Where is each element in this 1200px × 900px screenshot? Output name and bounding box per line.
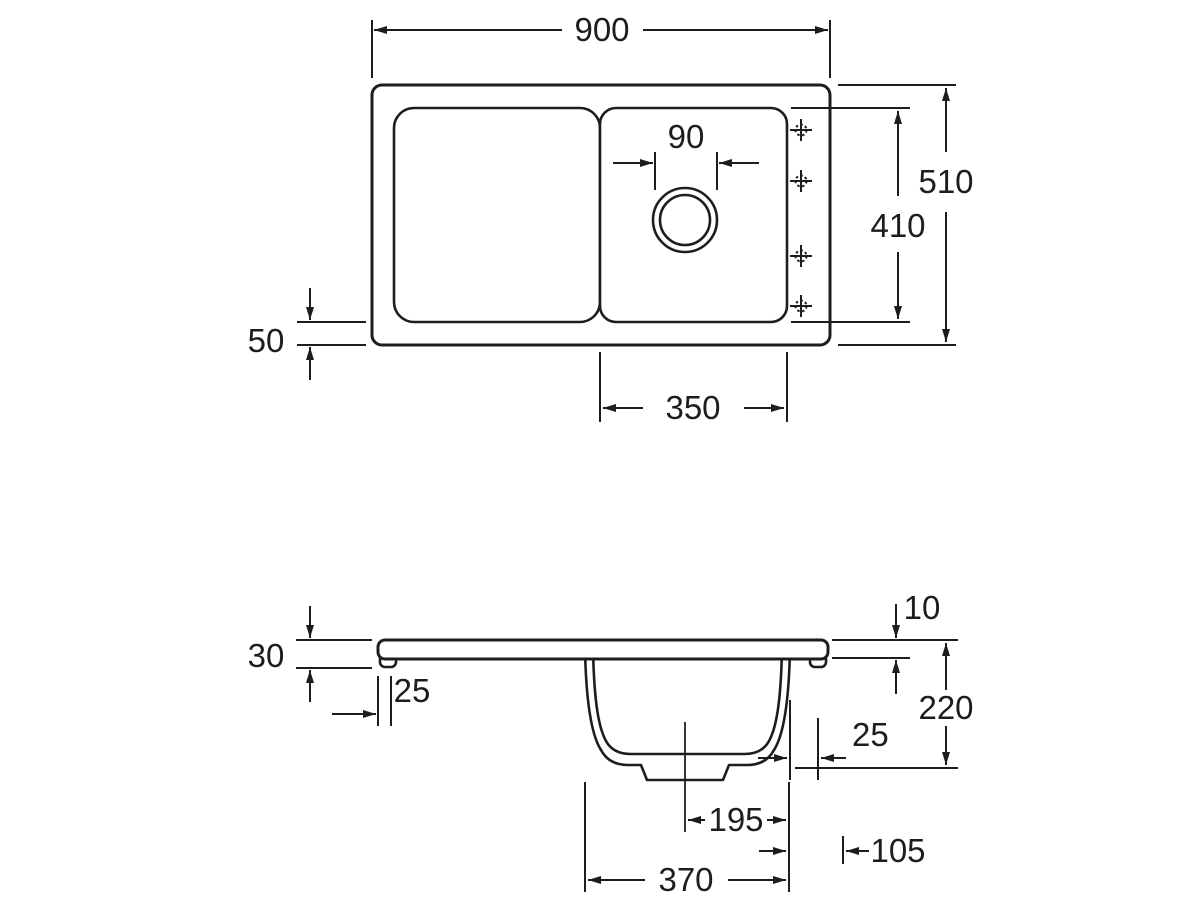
- dim-overall-depth-label: 510: [918, 163, 973, 200]
- faucet-hole-marker-icon: [790, 245, 812, 267]
- side-view-dimensions: 10 30 25 220 25: [248, 589, 974, 898]
- dim-drain-diameter-label: 90: [668, 118, 705, 155]
- top-view: [370, 83, 832, 347]
- faucet-hole-markers: [790, 119, 812, 317]
- top-view-dimensions: 900 510 410 90 50: [248, 11, 974, 426]
- dim-bowl-width: 350: [599, 352, 788, 426]
- dim-edge-offset-left-label: 25: [394, 672, 431, 709]
- dim-rim-thickness-label: 10: [904, 589, 941, 626]
- dim-right-offset: 25: [758, 700, 889, 780]
- dim-bowl-width-label: 350: [665, 389, 720, 426]
- dim-right-section-label: 105: [870, 832, 925, 869]
- dim-bowl-base-width: 370: [584, 782, 786, 898]
- drain-hole-inner: [658, 193, 712, 247]
- dim-rim-thickness: 10: [832, 589, 958, 694]
- dim-bowl-depth: 220: [795, 643, 974, 769]
- dim-drain-diameter: 90: [613, 118, 759, 190]
- side-view: [376, 638, 830, 832]
- dim-rim-height-label: 30: [248, 637, 285, 674]
- dim-inner-depth-label: 410: [870, 207, 925, 244]
- dim-front-rim-label: 50: [248, 322, 285, 359]
- faucet-hole-marker-icon: [790, 295, 812, 317]
- bowl-section-outer: [583, 649, 792, 782]
- dim-edge-offset-left: 25: [332, 672, 430, 726]
- dim-inner-depth: 410: [791, 107, 926, 323]
- rim-section: [376, 638, 830, 661]
- dim-overall-width-label: 900: [574, 11, 629, 48]
- dim-right-section: 105: [759, 832, 926, 869]
- dim-rim-height: 30: [248, 606, 372, 702]
- dim-overall-depth: 510: [838, 84, 974, 346]
- drain-hole-outer: [651, 186, 719, 254]
- faucet-hole-marker-icon: [790, 170, 812, 192]
- faucet-hole-marker-icon: [790, 119, 812, 141]
- dim-right-offset-label: 25: [852, 716, 889, 753]
- dim-drain-center-offset: 195: [688, 782, 790, 892]
- dim-drain-center-offset-label: 195: [708, 801, 763, 838]
- bowl-section-inner: [591, 649, 784, 756]
- dim-front-rim: 50: [248, 288, 366, 380]
- dim-overall-width: 900: [371, 11, 831, 78]
- dim-bowl-base-width-label: 370: [658, 861, 713, 898]
- dim-bowl-depth-label: 220: [918, 689, 973, 726]
- drainboard-area: [392, 106, 602, 324]
